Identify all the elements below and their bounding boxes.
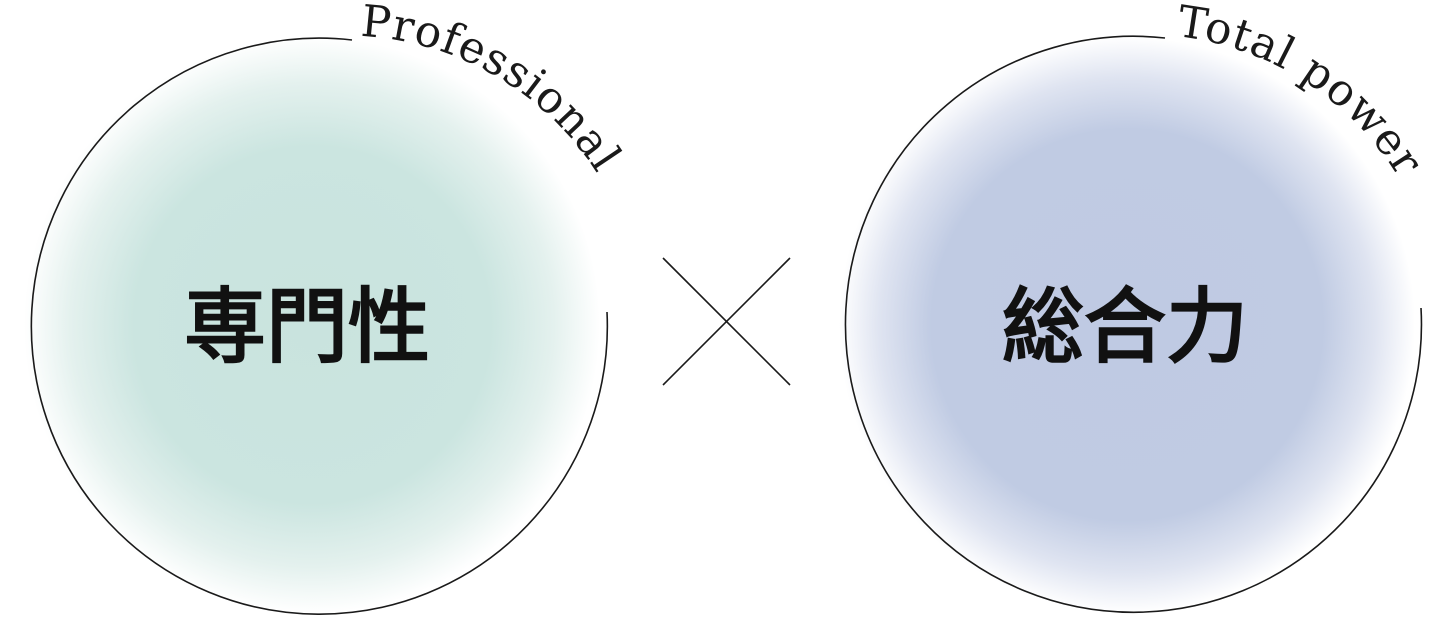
left-circle: Professional 専門性 [24,0,630,615]
right-circle-fill [839,37,1415,613]
right-circle-main-label: 総合力 [1002,280,1248,375]
times-sign-stroke-2 [662,257,791,386]
times-sign [662,257,791,386]
left-circle-main-label: 専門性 [184,280,430,375]
left-circle-outline [30,37,609,615]
right-circle: Total power 総合力 [839,0,1432,614]
right-circle-outline [844,35,1423,614]
left-circle-fill [24,37,600,613]
